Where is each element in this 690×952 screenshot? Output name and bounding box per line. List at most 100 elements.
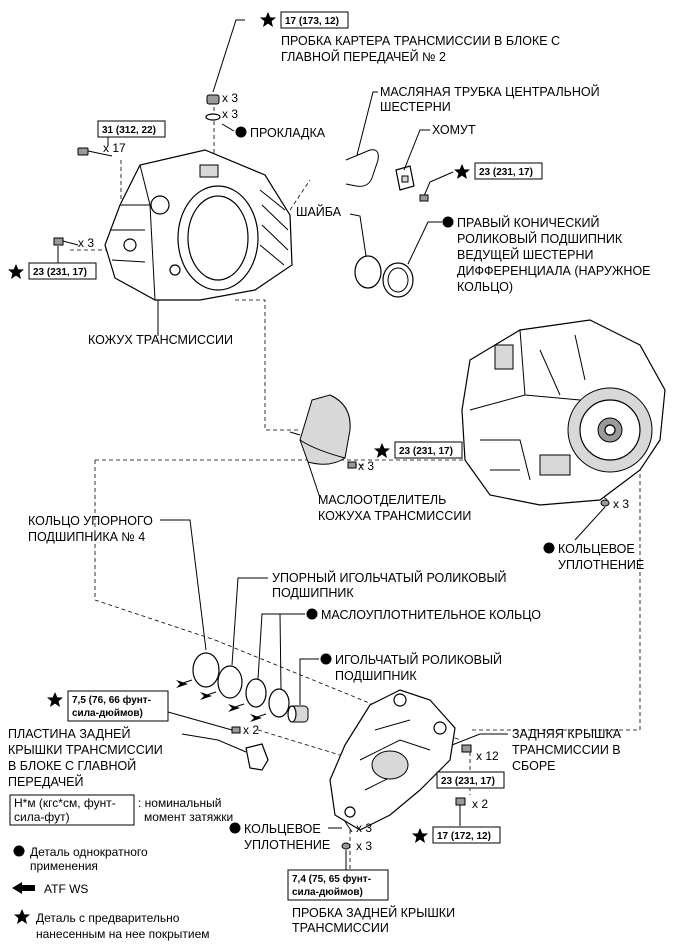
- leader-oring-right: [574, 506, 606, 541]
- legend-torque-desc-1: : номинальный: [138, 796, 221, 810]
- torque-box-bolt-lower-left: [28, 262, 97, 280]
- legend: Н*м (кгс*см, фунт- сила-фут) : номинальн…: [9, 794, 233, 941]
- leader-plate: [181, 733, 247, 753]
- torque-plate-1: 7,5 (76, 66 фунт-: [72, 694, 151, 706]
- legend-atf: ATF WS: [44, 882, 88, 896]
- label-plate-3: В БЛОКЕ С ГЛАВНОЙ: [8, 758, 136, 773]
- torque-plug-top: 17 (173, 12): [285, 16, 339, 27]
- label-plug-top-1: ПРОБКА КАРТЕРА ТРАНСМИССИИ В БЛОКЕ С: [281, 34, 560, 48]
- leader-thrust-ring: [160, 519, 207, 651]
- qty-gasket: x 3: [222, 107, 238, 121]
- torque-bolt-lower-left: 23 (231, 17): [33, 267, 87, 278]
- label-rear-plug-2: ТРАНСМИССИИ: [292, 921, 389, 935]
- star-icon: [260, 12, 276, 27]
- non-reusable-dot-icon: [235, 126, 247, 138]
- atf-arrow-icon: [250, 713, 267, 722]
- bolt-x2: [455, 797, 466, 826]
- oil-seal-1: [245, 678, 267, 708]
- label-rear-cover-2: ТРАНСМИССИИ В: [512, 743, 621, 757]
- oring-bottom: [341, 819, 353, 850]
- star-icon: [454, 164, 470, 179]
- legend-precoated-1: Деталь с предварительно: [36, 911, 180, 925]
- label-needle-bearing-1: ИГОЛЬЧАТЫЙ РОЛИКОВЫЙ: [335, 652, 502, 667]
- label-plate-4: ПЕРЕДАЧЕЙ: [8, 774, 83, 789]
- torque-box-rear-cover: [436, 771, 505, 789]
- torque-rear-cover: 23 (231, 17): [441, 776, 495, 787]
- label-oring-bottom-1: КОЛЬЦЕВОЕ: [244, 822, 321, 836]
- qty-rear-cover: x 12: [476, 749, 499, 763]
- non-reusable-dot-icon: [13, 845, 25, 857]
- cover-bolt: [461, 744, 472, 753]
- label-washer: ШАЙБА: [296, 204, 342, 219]
- label-thrust-ring-2: ПОДШИПНИКА № 4: [28, 530, 145, 544]
- label-separator-1: МАСЛООТДЕЛИТЕЛЬ: [318, 493, 446, 507]
- bolt-left: [77, 147, 113, 157]
- oil-seal-2: [268, 688, 290, 718]
- leader-plug-top: [212, 19, 245, 93]
- label-bearing-right-5: КОЛЬЦО): [457, 280, 513, 294]
- torque-plate-2: сила-дюймов): [72, 708, 143, 719]
- star-icon: [14, 909, 30, 924]
- legend-nonreusable-1: Деталь однократного: [30, 845, 148, 859]
- clamp-bolt: [419, 181, 431, 202]
- label-bearing-right-3: ВЕДУЩЕЙ ШЕСТЕРНИ: [457, 247, 593, 262]
- label-oil-pipe-1: МАСЛЯНАЯ ТРУБКА ЦЕНТРАЛЬНОЙ: [380, 84, 600, 99]
- rear-cover-plate: [245, 743, 269, 771]
- star-icon: [374, 443, 390, 458]
- qty-oring-bottom-1: x 3: [356, 821, 372, 835]
- leader-gasket: [221, 123, 235, 132]
- non-reusable-dot-icon: [229, 822, 241, 834]
- label-separator-2: КОЖУХА ТРАНСМИССИИ: [318, 509, 471, 523]
- atf-arrow-icon: [200, 691, 217, 700]
- atf-arrow-icon: [12, 882, 35, 894]
- oil-pipe: [345, 149, 379, 187]
- label-rear-plug-1: ПРОБКА ЗАДНЕЙ КРЫШКИ: [292, 905, 455, 920]
- label-bearing-right-1: ПРАВЫЙ КОНИЧЕСКИЙ: [457, 215, 600, 230]
- torque-bolt-left: 31 (312, 22): [102, 125, 156, 136]
- torque-box-plate: [67, 690, 169, 722]
- label-oil-pipe-2: ШЕСТЕРНИ: [380, 100, 451, 114]
- oil-separator: [289, 394, 351, 465]
- star-icon: [412, 828, 428, 843]
- label-bearing-right-4: ДИФФЕРЕНЦИАЛА (НАРУЖНОЕ: [457, 264, 651, 278]
- qty-bolt-left: x 17: [103, 141, 126, 155]
- oring-right: [600, 499, 610, 507]
- plug-top: [205, 94, 221, 121]
- label-case: КОЖУХ ТРАНСМИССИИ: [88, 333, 233, 347]
- leader-oil-pipe: [356, 91, 378, 156]
- label-clamp: ХОМУТ: [432, 123, 476, 137]
- label-oil-seal: МАСЛОУПЛОТНИТЕЛЬНОЕ КОЛЬЦО: [321, 608, 541, 622]
- label-oring-right-1: КОЛЬЦЕВОЕ: [558, 542, 635, 556]
- label-gasket: ПРОКЛАДКА: [250, 126, 326, 140]
- torque-clamp: 23 (231, 17): [479, 167, 533, 178]
- qty-oring-right: x 3: [613, 497, 629, 511]
- rear-cover: [329, 689, 456, 831]
- label-needle-bearing-2: ПОДШИПНИК: [335, 669, 417, 683]
- label-oring-bottom-2: УПЛОТНЕНИЕ: [244, 838, 330, 852]
- non-reusable-dot-icon: [320, 653, 332, 665]
- leader-washer: [349, 213, 367, 257]
- qty-oring-bottom-2: x 3: [356, 839, 372, 853]
- qty-plate: x 2: [243, 723, 259, 737]
- qty-separator: x 3: [358, 459, 374, 473]
- label-oring-right-2: УПЛОТНЕНИЕ: [558, 558, 644, 572]
- label-thrust-bearing-2: ПОДШИПНИК: [272, 586, 354, 600]
- legend-torque-box-2: сила-фут): [14, 810, 70, 824]
- non-reusable-dot-icon: [306, 608, 318, 620]
- leader-clamp: [403, 129, 430, 171]
- label-plate-2: КРЫШКИ ТРАНСМИССИИ: [8, 743, 163, 757]
- star-icon: [47, 692, 63, 707]
- qty-plug-top: x 3: [222, 91, 238, 105]
- label-rear-cover-3: СБОРЕ: [512, 759, 556, 773]
- legend-torque-box: [9, 794, 135, 826]
- plate-bolt: [231, 726, 241, 734]
- torque-rear-plug-2: сила-дюймов): [292, 887, 363, 898]
- torque-box-plug-top: [280, 11, 349, 29]
- qty-bolt-x2: x 2: [472, 797, 488, 811]
- clamp: [395, 165, 415, 191]
- leader-separator: [307, 461, 321, 499]
- bearing-outer-race: [382, 262, 414, 298]
- bolt-lower-left: [53, 237, 79, 246]
- thrust-bearing: [217, 665, 243, 699]
- label-plug-top-2: ГЛАВНОЙ ПЕРЕДАЧЕЙ № 2: [281, 49, 446, 64]
